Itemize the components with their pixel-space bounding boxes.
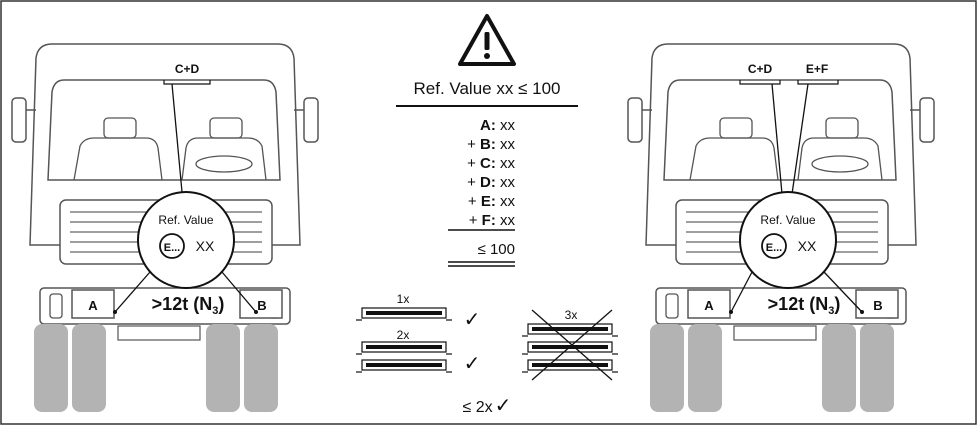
lamp-2x-check-icon: ✓ bbox=[464, 353, 481, 375]
right-e-mark-circle bbox=[761, 233, 787, 259]
lamp-rule: ≤ 2x✓ bbox=[463, 395, 512, 417]
left-plate-a-box bbox=[71, 289, 115, 319]
left-plate-b-label: B bbox=[257, 298, 266, 313]
right-ref-circle bbox=[739, 191, 837, 289]
right-e-mark: E... bbox=[766, 242, 783, 254]
left-plate-b-box bbox=[239, 289, 283, 319]
right-top-label-ef: E+F bbox=[806, 62, 828, 76]
lamp-example-3x-not-allowed: 3x bbox=[521, 308, 619, 381]
right-ref-label: Ref. Value bbox=[760, 213, 815, 227]
sum-line-f: + F: xx bbox=[469, 212, 516, 229]
ref-value-heading: Ref. Value xx ≤ 100 bbox=[414, 79, 561, 98]
left-plate-center: >12t (N3) bbox=[152, 294, 225, 317]
left-truck: A B >12t (N3) C+D Ref. Value E... XX bbox=[11, 43, 319, 413]
right-plate-b-label: B bbox=[873, 298, 882, 313]
lamp-1x-count: 1x bbox=[397, 292, 410, 306]
sum-line-c: + C: xx bbox=[467, 155, 515, 172]
right-plate-a-label: A bbox=[704, 298, 714, 313]
right-plate-a-box bbox=[687, 289, 731, 319]
left-e-mark: E... bbox=[164, 242, 181, 254]
sum-line-e: + E: xx bbox=[468, 193, 516, 210]
right-plate-center: >12t (N3) bbox=[768, 294, 841, 317]
sum-list: A: xx + B: xx + C: xx + D: xx + E: xx + … bbox=[467, 117, 515, 229]
warning-triangle-icon bbox=[458, 14, 516, 66]
lamp-example-1x: 1x ✓ bbox=[355, 292, 481, 331]
right-e-value: XX bbox=[798, 238, 817, 254]
sum-line-b: + B: xx bbox=[467, 136, 515, 153]
left-top-label: C+D bbox=[175, 62, 200, 76]
left-e-value: XX bbox=[196, 238, 215, 254]
lamp-1x-check-icon: ✓ bbox=[464, 309, 481, 331]
right-top-label-cd: C+D bbox=[748, 62, 773, 76]
left-e-mark-circle bbox=[159, 233, 185, 259]
left-ref-label: Ref. Value bbox=[158, 213, 213, 227]
left-ref-circle bbox=[137, 191, 235, 289]
lamp-3x-count: 3x bbox=[565, 308, 578, 322]
sum-total: ≤ 100 bbox=[478, 241, 515, 258]
lamp-example-2x: 2x ✓ bbox=[355, 328, 481, 375]
lamp-2x-count: 2x bbox=[397, 328, 410, 342]
sum-line-d: + D: xx bbox=[467, 174, 515, 191]
left-plate-a-label: A bbox=[88, 298, 98, 313]
right-truck: A B >12t (N3) C+D E+F Ref. Value E... XX bbox=[627, 43, 935, 413]
sum-line-a: A: xx bbox=[480, 117, 516, 134]
